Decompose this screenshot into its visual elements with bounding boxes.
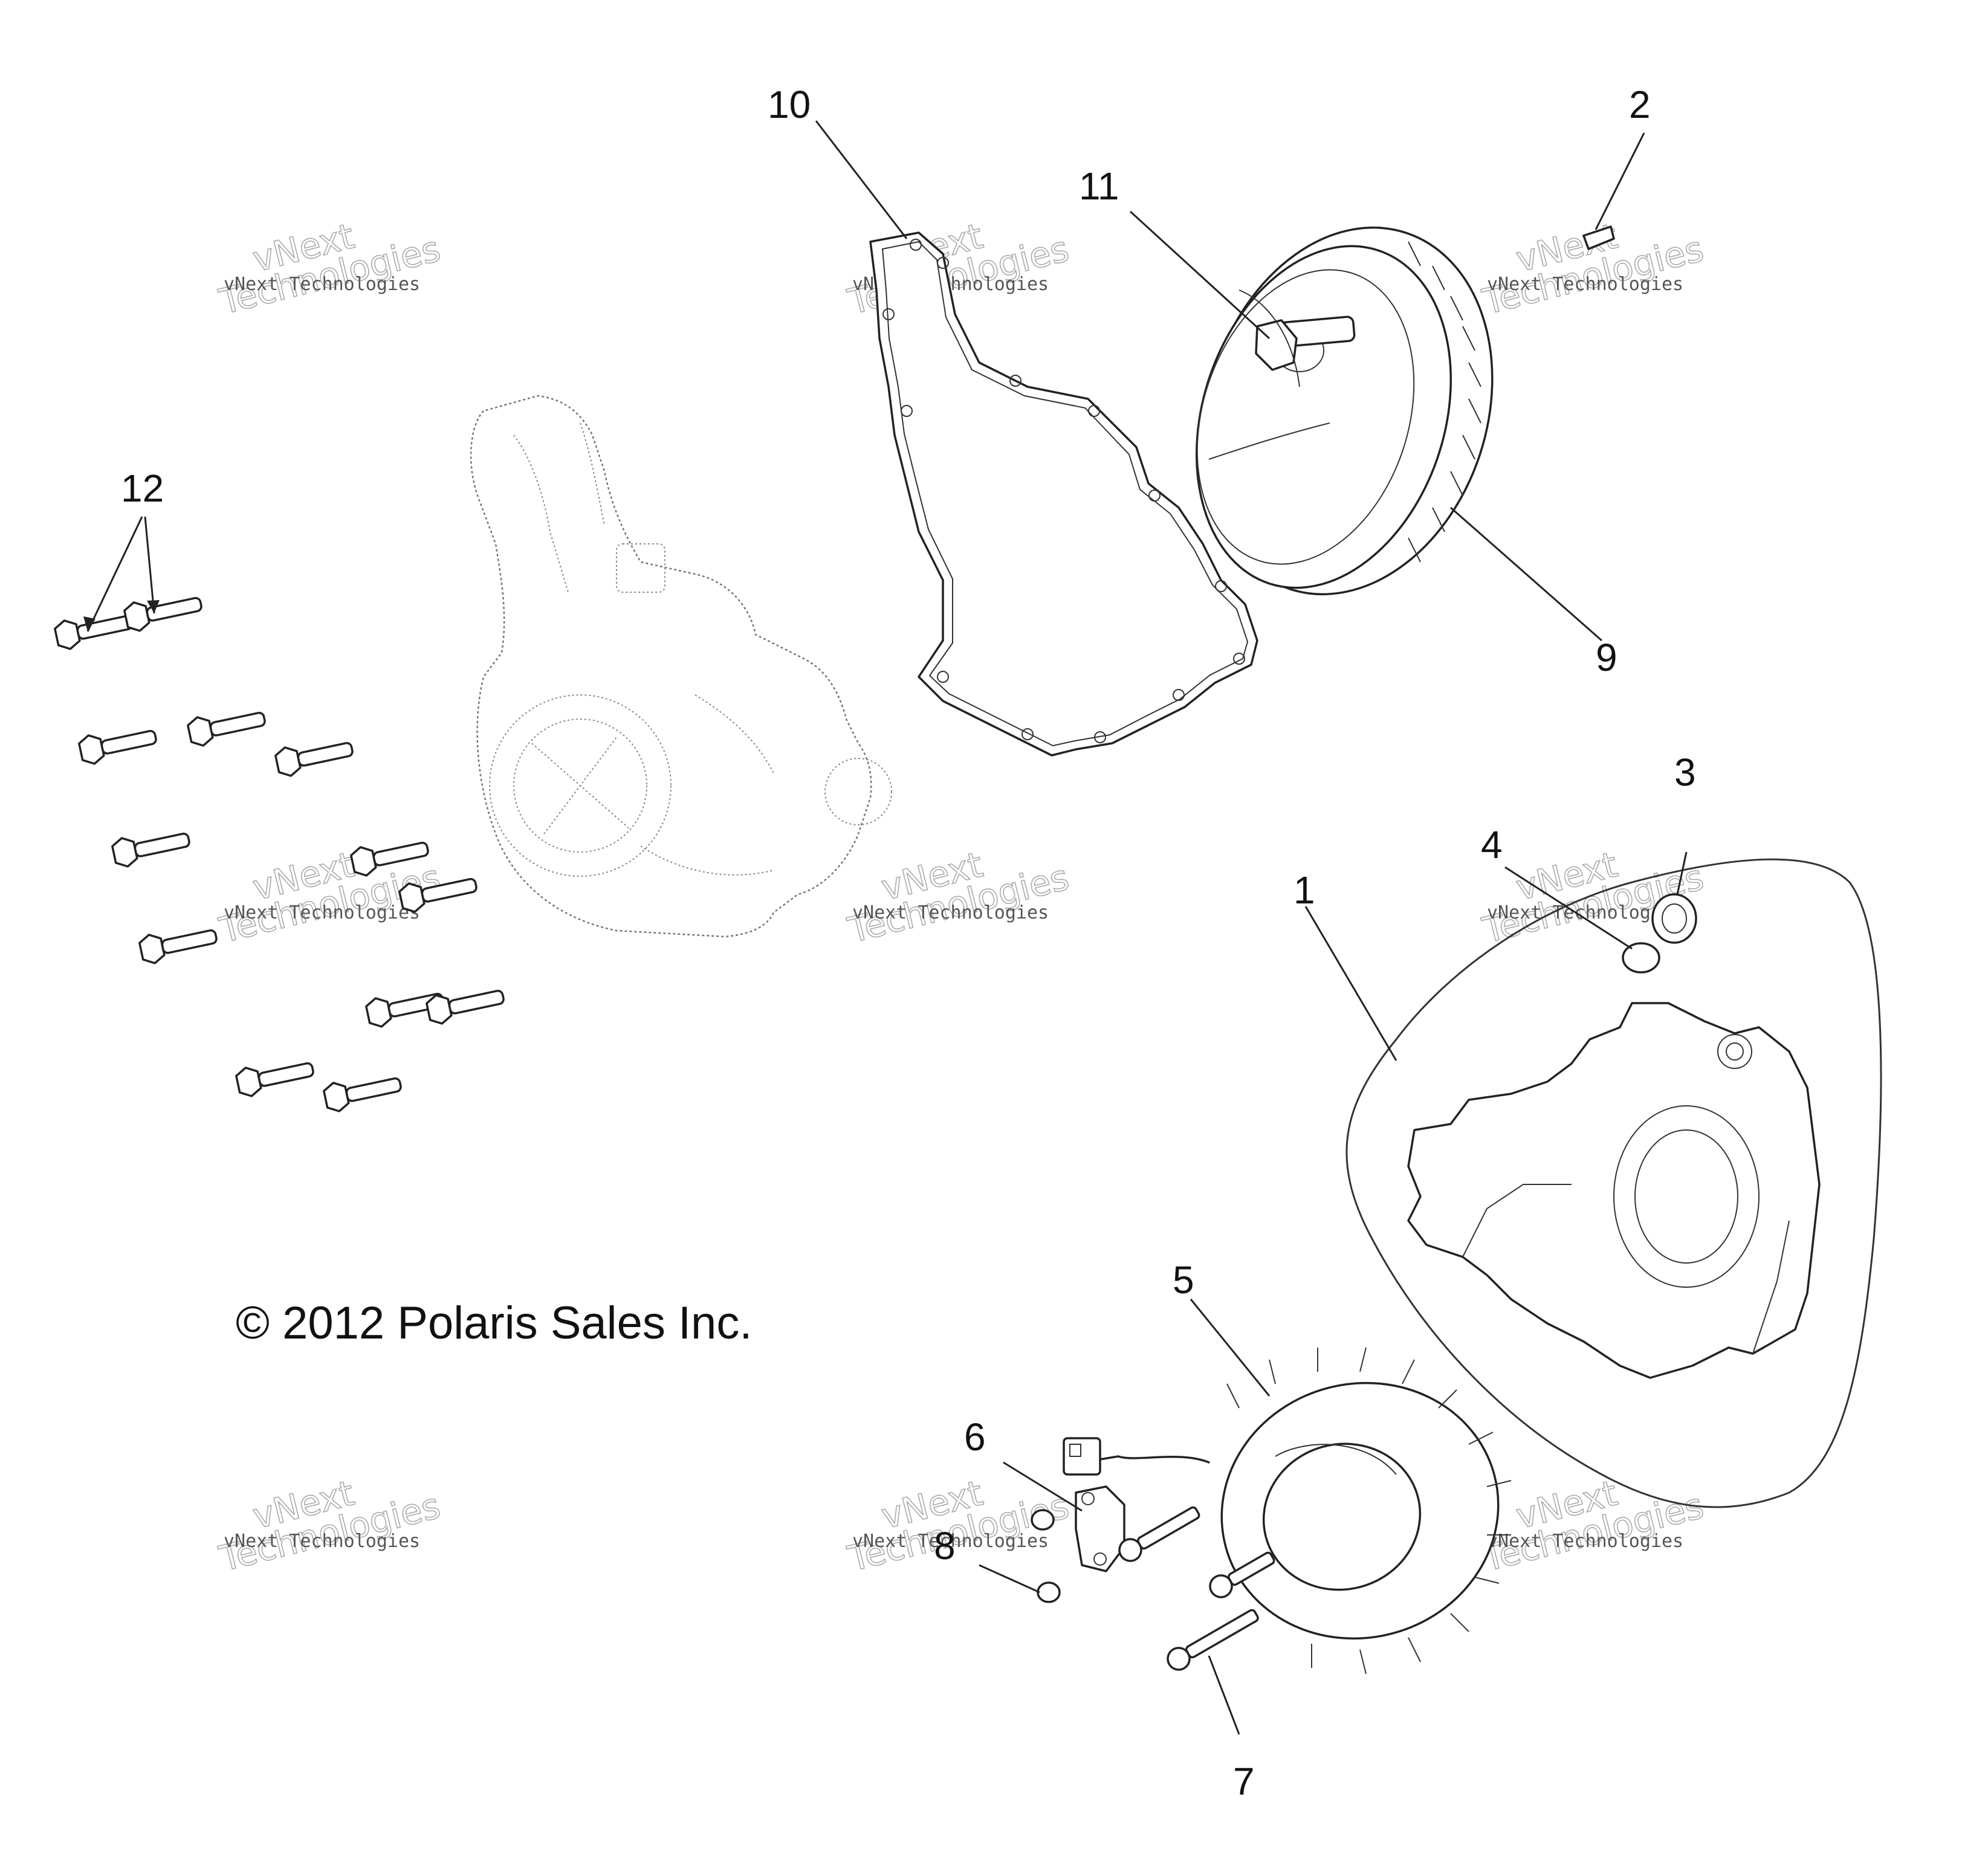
- leader-6: [1003, 1461, 1083, 1512]
- flywheel: [1195, 226, 1494, 596]
- watermark-small-text: vNext Technologies: [224, 274, 420, 295]
- bolt-set: [54, 596, 505, 1113]
- bolt: [274, 741, 354, 777]
- bolt: [138, 929, 218, 964]
- leader-5: [1190, 1299, 1271, 1397]
- watermark-mid-center: Technologies vNext: [843, 844, 1073, 952]
- arrowhead-12a: [83, 616, 96, 631]
- woodruff-key: [1582, 225, 1615, 250]
- bolt: [398, 877, 478, 913]
- o-ring: [1622, 942, 1660, 974]
- watermark-small-text: vNext Technologies: [224, 902, 420, 923]
- callout-1: 1: [1293, 868, 1315, 912]
- leader-10: [815, 120, 908, 239]
- bolt: [365, 992, 444, 1028]
- bolt: [54, 615, 133, 650]
- copyright-notice: © 2012 Polaris Sales Inc.: [236, 1297, 752, 1349]
- bolt: [187, 711, 266, 747]
- watermark-small-text: vNext Technologies: [852, 1531, 1049, 1552]
- bolt: [78, 729, 157, 765]
- watermark-bottom-right: Technologies vNext: [1478, 1472, 1708, 1580]
- callout-6: 6: [964, 1415, 986, 1459]
- bolt: [235, 1062, 314, 1097]
- callout-4: 4: [1481, 823, 1503, 867]
- leader-4: [1504, 866, 1633, 950]
- bolt: [350, 841, 429, 877]
- watermark-top-left: Technologies vNext: [215, 215, 445, 323]
- bolt: [111, 832, 190, 868]
- watermark-small-text: vNext Technologies: [1487, 902, 1683, 923]
- bolt: [426, 989, 505, 1025]
- stator-cover-assembly: [1345, 858, 1882, 1508]
- flywheel-nut: [1255, 319, 1298, 371]
- watermark-small-text: vNext Technologies: [852, 902, 1049, 923]
- callout-9: 9: [1596, 636, 1617, 679]
- leader-lines: [83, 120, 1688, 1735]
- oil-seal: [1651, 893, 1697, 944]
- arrowhead-12b: [147, 600, 160, 613]
- leader-11: [1129, 210, 1271, 340]
- callout-2: 2: [1629, 83, 1651, 126]
- wire-clamp: [1075, 1485, 1125, 1572]
- leader-3: [1676, 851, 1688, 895]
- leader-12b: [144, 516, 155, 614]
- callout-10: 10: [768, 83, 811, 126]
- leader-7: [1208, 1655, 1240, 1735]
- callout-11: 11: [1079, 164, 1119, 208]
- bolt: [323, 1077, 402, 1113]
- callout-3: 3: [1674, 751, 1696, 794]
- stator-bolt: [1118, 1506, 1275, 1671]
- leader-12a: [86, 516, 143, 632]
- callout-5: 5: [1173, 1258, 1194, 1302]
- gasket: [869, 231, 1258, 757]
- callout-8: 8: [934, 1524, 956, 1568]
- bolt: [123, 596, 202, 632]
- leader-2: [1595, 132, 1645, 230]
- watermark-bottom-left: Technologies vNext: [215, 1472, 445, 1580]
- callout-12: 12: [121, 467, 164, 510]
- leader-9: [1450, 506, 1602, 642]
- leader-8: [979, 1564, 1040, 1594]
- watermark-top-right: Technologies vNext: [1478, 215, 1708, 323]
- leader-1: [1304, 906, 1397, 1061]
- callout-numbers: 1 2 3 4 5 6 7 8 9 10 11 12: [121, 83, 1696, 1803]
- callout-7: 7: [1233, 1760, 1255, 1803]
- watermark-top-center: Technologies vNext: [843, 215, 1073, 323]
- watermark-small-text: vNext Technologies: [224, 1531, 420, 1552]
- engine-case-ghost: [470, 395, 892, 938]
- watermark-small-text: vNext Technologies: [1487, 274, 1683, 295]
- watermark-small-text: vNext Technologies: [1487, 1531, 1683, 1552]
- stator: [1063, 1347, 1512, 1675]
